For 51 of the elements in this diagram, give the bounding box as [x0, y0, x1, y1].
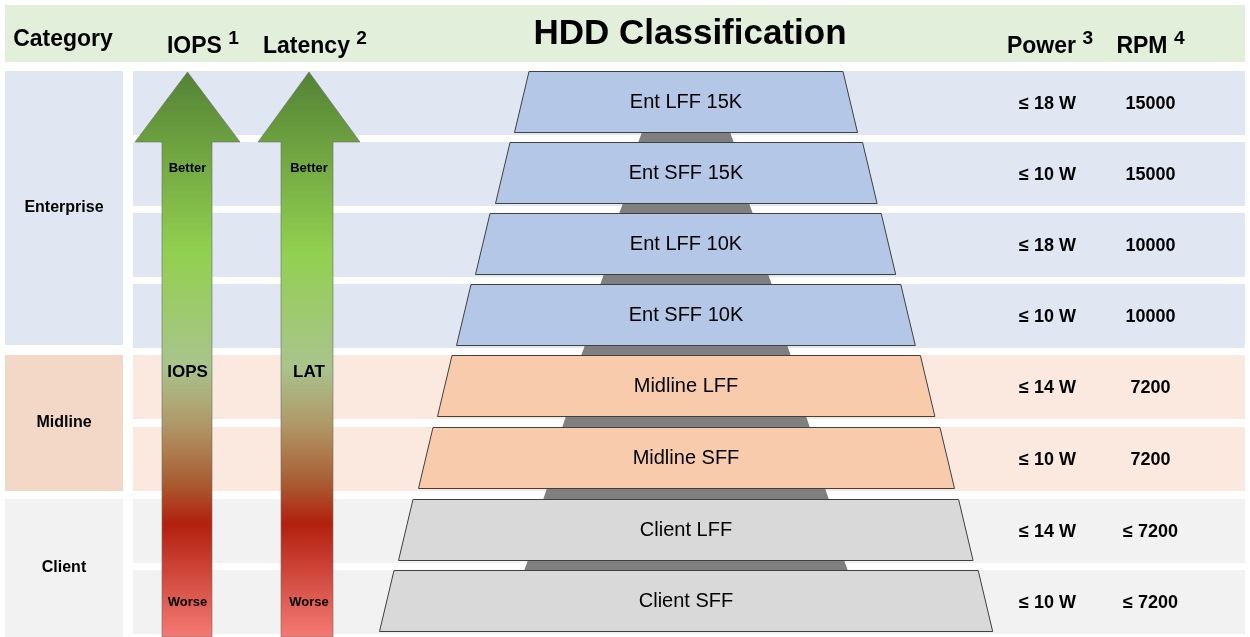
drive-trapezoid [514, 71, 858, 133]
scale-label: Worse [288, 594, 330, 609]
drive-label: Ent SFF 15K [627, 161, 745, 184]
rpm-value: ≤ 7200 [1122, 521, 1179, 542]
rpm-value: 15000 [1124, 93, 1177, 114]
category-cell [5, 71, 123, 345]
rpm-value: 10000 [1124, 235, 1177, 256]
drive-label: Ent LFF 15K [628, 90, 744, 113]
drive-trapezoid [378, 570, 994, 632]
drive-trapezoid [475, 213, 897, 275]
arrow-label: LAT [292, 362, 326, 382]
drive-label: Midline LFF [632, 374, 740, 397]
title: HDD Classification [532, 12, 848, 52]
rating-scale [135, 72, 240, 637]
drive-label: Midline SFF [631, 446, 741, 469]
rpm-value: 15000 [1124, 164, 1177, 185]
scale-label: Better [289, 160, 329, 175]
power-value: ≤ 18 W [1018, 93, 1077, 114]
column-header: IOPS $^{1}$ [166, 26, 240, 59]
drive-label: Ent SFF 10K [627, 303, 745, 326]
rpm-value: 7200 [1129, 449, 1172, 470]
drive-trapezoid [494, 142, 878, 204]
rpm-value: ≤ 7200 [1122, 592, 1179, 613]
scale-label: Worse [166, 594, 209, 609]
drive-trapezoid [417, 427, 955, 489]
column-header: Category [12, 24, 114, 52]
category-label: Client [40, 558, 88, 576]
power-value: ≤ 14 W [1018, 521, 1077, 542]
column-header: Latency $^{2}$ [262, 26, 368, 59]
arrow-label: IOPS [166, 362, 209, 382]
drive-label: Ent LFF 10K [628, 232, 744, 255]
column-header: Power $^{3}$ [1005, 26, 1095, 59]
power-value: ≤ 10 W [1018, 592, 1077, 613]
drive-label: Client LFF [638, 518, 734, 541]
category-cell [5, 355, 123, 491]
drive-trapezoid [456, 284, 916, 346]
power-value: ≤ 10 W [1018, 306, 1077, 327]
rpm-value: 10000 [1124, 306, 1177, 327]
rpm-value: 7200 [1129, 377, 1172, 398]
rating-scale [258, 72, 360, 637]
column-header: RPM $^{4}$ [1115, 26, 1186, 59]
category-label: Midline [35, 413, 93, 431]
power-value: ≤ 18 W [1018, 235, 1077, 256]
drive-trapezoid [398, 499, 974, 561]
scale-label: Better [167, 160, 208, 175]
power-value: ≤ 14 W [1018, 377, 1077, 398]
category-label: Enterprise [23, 198, 105, 216]
power-value: ≤ 10 W [1018, 449, 1077, 470]
drive-trapezoid [436, 355, 936, 417]
drive-label: Client SFF [637, 589, 735, 612]
power-value: ≤ 10 W [1018, 164, 1077, 185]
